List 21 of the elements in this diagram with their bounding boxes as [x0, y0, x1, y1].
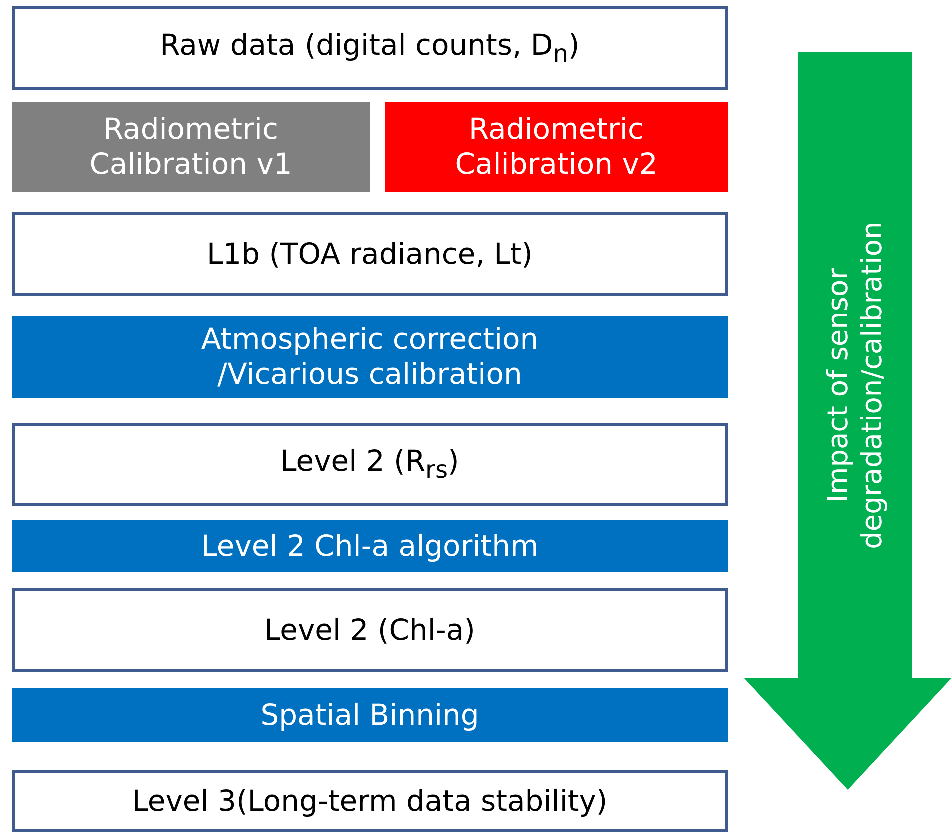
box-label: Atmospheric correction /Vicarious calibration	[200, 322, 540, 392]
process-box	[12, 688, 728, 742]
box-label: Raw data (digital counts, D$_{n}$)	[160, 28, 580, 68]
box-label: Radiometric Calibration v1	[88, 112, 294, 182]
data-box	[12, 212, 728, 296]
box-label: Level 2 (R$_{rs}$)	[280, 444, 460, 485]
box-label: Level 3(Long-term data stability)	[132, 784, 608, 818]
box-label: Spatial Binning	[260, 698, 480, 732]
process-box	[12, 520, 728, 572]
arrow-label: Impact of sensor degradation/calibration	[821, 220, 889, 552]
data-box	[12, 588, 728, 672]
data-box	[12, 423, 728, 506]
data-box	[12, 6, 728, 90]
process-box	[385, 102, 728, 192]
box-label: Level 2 Chl-a algorithm	[201, 528, 539, 564]
box-label: L1b (TOA radiance, Lt)	[206, 236, 533, 272]
box-label: Radiometric Calibration v2	[454, 112, 659, 182]
process-box	[12, 102, 370, 192]
box-label: Level 2 (Chl-a)	[264, 612, 476, 648]
data-box	[12, 770, 728, 832]
process-box	[12, 316, 728, 398]
